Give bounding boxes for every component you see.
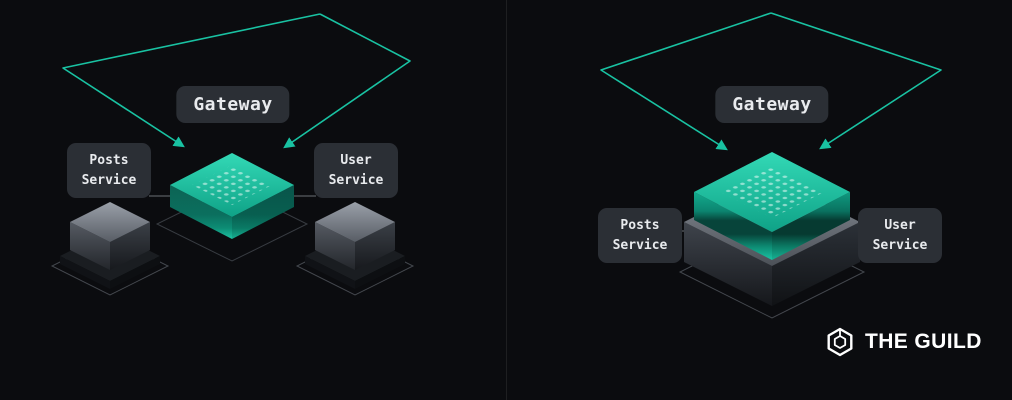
posts-service-label-left: Posts Service [67, 143, 151, 198]
stack-left-face [684, 222, 772, 306]
right-flow-arrows [600, 12, 942, 151]
the-guild-logo-text: THE GUILD [865, 330, 982, 353]
user-cube-right-face [355, 222, 395, 270]
right-platform-left-face [694, 192, 772, 260]
posts-cube-right-face [110, 222, 150, 270]
posts-cube-top-face [70, 202, 150, 242]
left-arrow-to-gateway-right [283, 13, 411, 149]
panel-divider [506, 0, 507, 400]
user-cube-top-face [315, 202, 395, 242]
posts-cube-left-face [70, 222, 110, 270]
stack-right-face [772, 222, 860, 306]
the-guild-logo-icon [827, 327, 853, 357]
user-slab-right [355, 256, 405, 289]
user-slab-left [305, 256, 355, 289]
posts-service-cube [60, 202, 160, 289]
user-cube-left-face [315, 222, 355, 270]
left-flow-arrows [62, 13, 411, 149]
left-arrow-to-gateway-left [62, 13, 321, 148]
right-arrow-to-gateway-left [600, 12, 772, 151]
left-gateway-platform [170, 153, 294, 239]
posts-slab-left [60, 256, 110, 289]
user-service-label-right: User Service [858, 208, 942, 263]
user-service-label-left: User Service [314, 143, 398, 198]
the-guild-logo: THE GUILD [824, 326, 982, 358]
left-platform-dot-grid [192, 165, 272, 205]
gateway-label-left: Gateway [176, 86, 290, 123]
right-platform-dot-grid [720, 166, 824, 218]
user-service-cube [305, 202, 405, 289]
gateway-label-right: Gateway [715, 86, 829, 123]
posts-service-label-right: Posts Service [598, 208, 682, 263]
left-platform-left-face [170, 185, 232, 239]
right-platform-right-face [772, 192, 850, 260]
right-arrow-to-gateway-right [770, 12, 942, 150]
right-gateway-platform [694, 152, 850, 260]
posts-slab-right [110, 256, 160, 289]
left-platform-right-face [232, 185, 294, 239]
